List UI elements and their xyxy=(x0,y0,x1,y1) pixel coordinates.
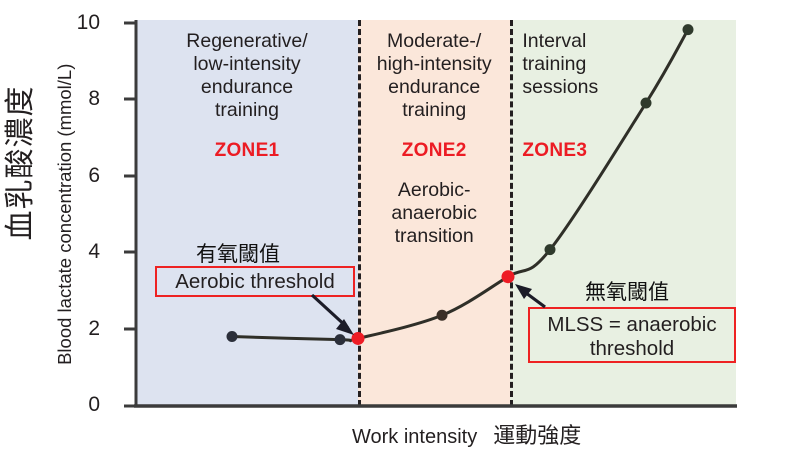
zone2-sub-3: transition xyxy=(394,225,474,247)
y-tick-2: 2 xyxy=(88,317,100,340)
zone1-text-block: Regenerative/ low-intensity endurance tr… xyxy=(136,20,358,406)
zone3-name: ZONE3 xyxy=(522,140,588,161)
anaerobic-threshold-box: MLSS = anaerobic threshold xyxy=(528,307,736,363)
anaerobic-threshold-box-line-1: MLSS = anaerobic xyxy=(547,313,717,336)
zone3-line-1: Interval xyxy=(522,30,587,52)
zone3-line-2: training xyxy=(522,53,587,75)
y-tick-8: 8 xyxy=(88,87,100,110)
y-tick-0: 0 xyxy=(88,393,100,416)
zone2-name: ZONE2 xyxy=(401,140,467,161)
aerobic-threshold-box-text: Aerobic threshold xyxy=(175,270,335,293)
aerobic-threshold-chinese-label: 有氧閾值 xyxy=(196,242,280,266)
zone1-line-1: Regenerative/ xyxy=(186,30,308,52)
aerobic-threshold-box: Aerobic threshold xyxy=(155,266,355,297)
zone2-line-2: high-intensity xyxy=(376,53,492,75)
zone2-sub-1: Aerobic- xyxy=(397,179,471,201)
x-axis-label-english: Work intensity xyxy=(352,426,478,448)
zone2-line-1: Moderate-/ xyxy=(387,30,482,52)
zone2-sub-2: anaerobic xyxy=(391,202,478,224)
zone1-line-4: training xyxy=(215,99,279,121)
y-axis-label-chinese: 血乳酸濃度 xyxy=(3,85,38,241)
zone3-line-3: sessions xyxy=(522,76,599,98)
zone2-line-4: training xyxy=(402,99,467,121)
anaerobic-threshold-box-line-2: threshold xyxy=(589,336,675,360)
y-axis-ticks xyxy=(124,21,136,408)
y-tick-6: 6 xyxy=(88,164,100,187)
x-axis-label: Work intensity 運動強度 xyxy=(352,418,581,450)
y-tick-4: 4 xyxy=(88,240,100,263)
x-axis-label-chinese: 運動強度 xyxy=(493,424,582,449)
zone1-name: ZONE1 xyxy=(214,140,280,161)
anaerobic-threshold-chinese-label: 無氧閾值 xyxy=(585,280,669,304)
zone2-text-block: Moderate-/ high-intensity endurance trai… xyxy=(358,20,510,406)
zone1-line-3: endurance xyxy=(200,76,294,98)
y-tick-10: 10 xyxy=(76,11,100,34)
zone1-line-2: low-intensity xyxy=(193,53,301,75)
y-axis-tick-labels: 10 8 6 4 2 0 xyxy=(52,0,100,450)
zone2-line-3: endurance xyxy=(388,76,481,98)
